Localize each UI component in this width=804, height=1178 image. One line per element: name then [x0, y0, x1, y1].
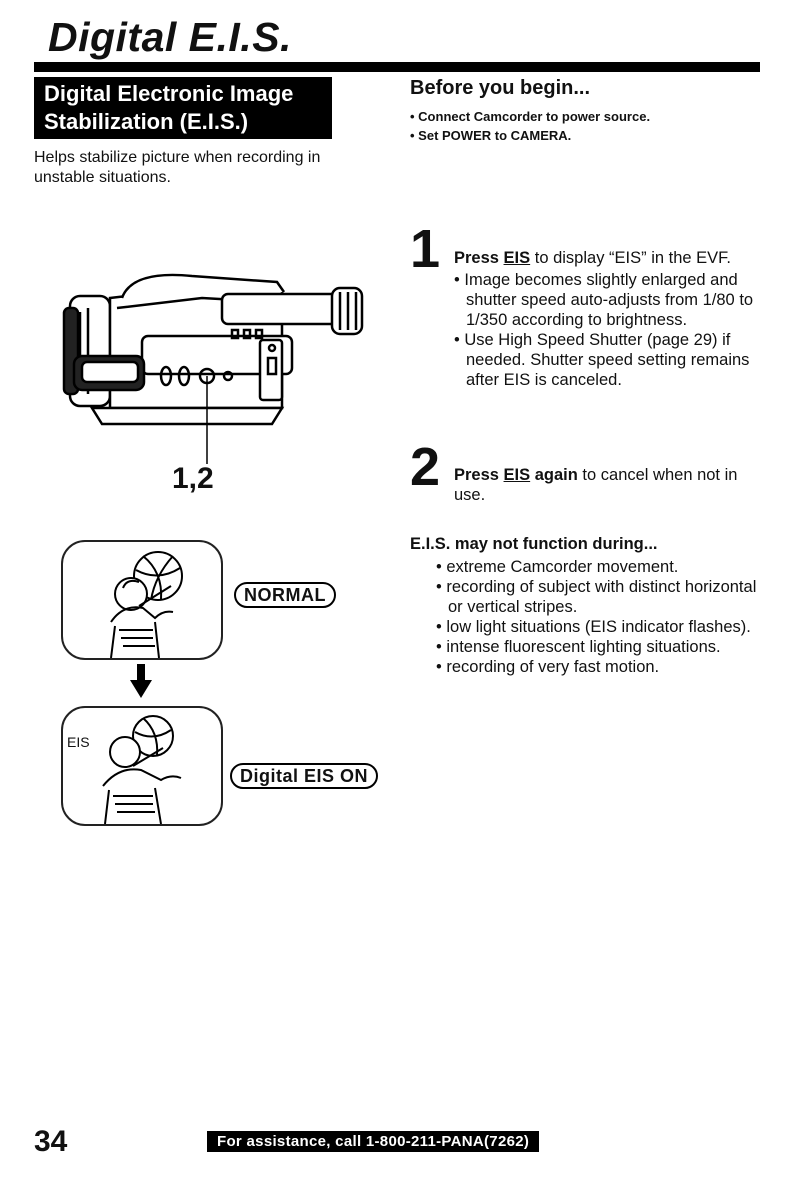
title-rule [34, 62, 760, 72]
eis-on-view-frame: EIS [61, 706, 223, 826]
step-1-bullets: Image becomes slightly enlarged and shut… [454, 270, 764, 390]
list-item: Image becomes slightly enlarged and shut… [454, 270, 764, 330]
before-list: • Connect Camcorder to power source. • S… [410, 107, 650, 145]
before-item: • Connect Camcorder to power source. [410, 109, 651, 124]
normal-view-frame [61, 540, 223, 660]
list-item: Use High Speed Shutter (page 29) if need… [454, 330, 764, 390]
list-item: low light situations (EIS indicator flas… [436, 617, 766, 637]
eis-key: EIS [503, 249, 531, 267]
list-item: recording of very fast motion. [436, 657, 766, 677]
before-title: Before you begin... [410, 77, 591, 99]
intro-text: Helps stabilize picture when recording i… [34, 149, 321, 186]
list-item: intense fluorescent lighting situations. [436, 637, 766, 657]
basketball-player-icon [102, 715, 182, 825]
section-heading-line2: Stabilization (E.I.S.) [44, 109, 249, 134]
list-item: recording of subject with distinct horiz… [436, 577, 766, 617]
eis-indicator: EIS [67, 734, 90, 750]
step-1: Press EIS to display “EIS” in the EVF. I… [454, 248, 764, 390]
list-item: extreme Camcorder movement. [436, 557, 766, 577]
step-2-number: 2 [410, 437, 441, 497]
eis-limits-list: extreme Camcorder movement. recording of… [436, 557, 766, 677]
assistance-footer: For assistance, call 1-800-211-PANA(7262… [207, 1131, 540, 1152]
eis-limits-title: E.I.S. may not function during... [410, 535, 658, 553]
down-arrow-icon [130, 664, 152, 698]
step-1-instruction: Press EIS to display “EIS” in the EVF. [454, 249, 731, 267]
section-heading: Digital Electronic Image Stabilization (… [34, 77, 332, 139]
camcorder-icon [62, 273, 364, 464]
page-title: Digital E.I.S. [48, 14, 292, 60]
callout-1-2: 1,2 [172, 462, 214, 495]
page-number: 34 [34, 1125, 68, 1158]
step-1-number: 1 [410, 219, 441, 279]
section-heading-line1: Digital Electronic Image [44, 81, 294, 106]
eis-on-label: Digital EIS ON [230, 763, 379, 789]
eis-key: EIS [503, 466, 531, 484]
before-item: • Set POWER to CAMERA. [410, 128, 572, 143]
basketball-player-icon [110, 551, 183, 659]
step-2: Press EIS again to cancel when not in us… [454, 466, 738, 504]
normal-label: NORMAL [234, 582, 336, 608]
